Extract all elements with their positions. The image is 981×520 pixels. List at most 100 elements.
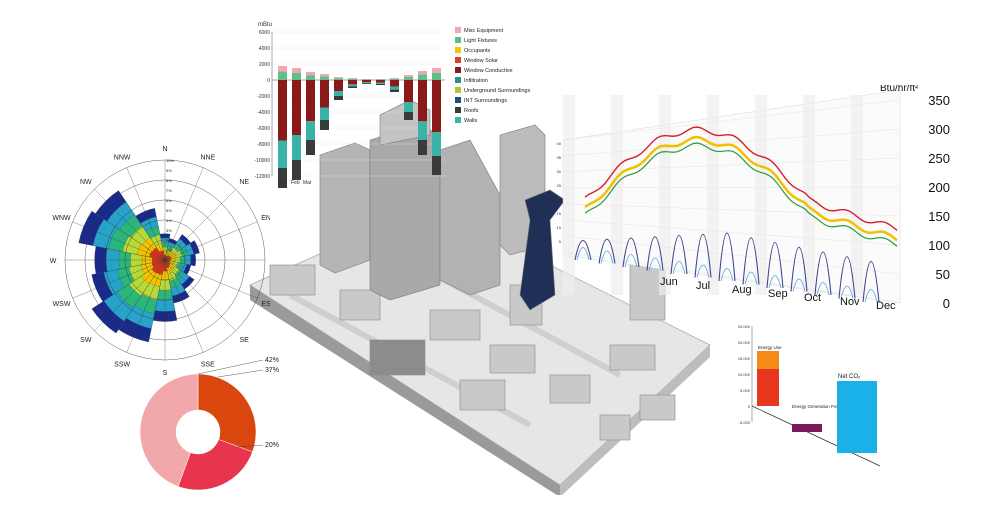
legend-swatch [455, 37, 461, 43]
heat-chart-month-label: Jun [660, 276, 678, 288]
wind-rose-ring-label: 8% [166, 178, 172, 183]
bar-segment [348, 78, 357, 80]
heat-chart-gridline [562, 203, 901, 217]
heat-chart-spike-small [768, 275, 782, 289]
bar-segment [390, 80, 399, 87]
bar-segment [376, 80, 385, 83]
heat-chart-gridline [562, 251, 901, 304]
heat-chart-month-label: Dec [876, 300, 896, 312]
bar-segment [278, 71, 287, 80]
bar-chart-y-tick: -12000 [254, 174, 270, 180]
bar-segment [432, 132, 441, 156]
wind-rose-spoke [164, 259, 258, 299]
bar-chart-month-label: Mar [303, 180, 312, 186]
heat-chart-spike-small [840, 285, 854, 299]
donut-slice [177, 439, 253, 491]
wind-rose-direction-label: SW [80, 337, 92, 344]
wind-rose-direction-label: N [162, 146, 167, 153]
bar-chart-month-label: Jan [279, 180, 287, 186]
monthly-load-bar-chart: mBtu6000400020000-2000-4000-6000-8000-10… [254, 22, 531, 188]
heat-chart-band [563, 95, 575, 295]
energy-chart-y-tick: 25,000 [738, 324, 751, 329]
heat-chart-series [584, 142, 898, 247]
heat-chart-spike [814, 251, 832, 296]
bar-segment [418, 80, 427, 122]
legend-label: Misc Equipment [464, 28, 504, 34]
bar-segment [292, 68, 301, 73]
heat-chart-month-label: Jul [696, 280, 710, 292]
legend-label: Underground Surroundings [464, 88, 531, 94]
wind-rose-direction-label: SSE [201, 361, 215, 368]
wind-rose-ring-label: 7% [166, 188, 172, 193]
legend-swatch [455, 117, 461, 123]
heat-chart-unit-label: Btu/hr/ft² [880, 85, 919, 94]
bar-segment [334, 80, 343, 91]
bar-segment [348, 78, 357, 79]
bar-segment [362, 83, 371, 84]
bar-segment [348, 86, 357, 88]
city-base-side-right [560, 345, 710, 495]
donut-leader-line [217, 369, 264, 378]
legend-label: Window Solar [464, 58, 498, 64]
bar-segment [432, 156, 441, 175]
heat-chart-gridline [562, 157, 901, 173]
heat-chart-small-tick: 20 [557, 197, 562, 202]
bar-segment [334, 96, 343, 100]
legend-swatch [455, 107, 461, 113]
wind-rose-spoke [72, 221, 166, 261]
wind-rose-direction-label: SSW [114, 361, 130, 368]
bar-segment [432, 68, 441, 73]
donut-slice [140, 373, 199, 487]
legend-swatch [455, 77, 461, 83]
wind-rose-ring-label: 4% [166, 218, 172, 223]
heat-chart-spike [718, 232, 736, 282]
wind-rose-ring-label: 6% [166, 198, 172, 203]
bar-segment [320, 76, 329, 80]
bar-chart-y-tick: -4000 [257, 110, 270, 116]
bar-segment [376, 79, 385, 80]
heat-chart-y-tick: 300 [928, 122, 950, 137]
bar-chart-y-tick: 4000 [259, 46, 270, 52]
wind-rose-direction-label: W [50, 258, 57, 265]
wind-rose-ring-label: 3% [166, 228, 172, 233]
donut-leader-line [197, 359, 264, 375]
heat-chart-band [803, 95, 815, 295]
heat-chart-y-tick: 250 [928, 151, 950, 166]
city-base-side-left [250, 285, 560, 495]
donut-slice [197, 373, 257, 453]
heat-chart-month-label: Aug [732, 284, 752, 296]
bar-segment [320, 74, 329, 77]
energy-use-label: Energy Use [758, 345, 782, 350]
bar-segment [390, 78, 399, 80]
bar-segment [278, 80, 287, 141]
wind-rose-direction-label: NW [80, 179, 92, 186]
heat-chart-small-tick: 10 [557, 225, 562, 230]
heat-chart-small-tick: 15 [557, 211, 562, 216]
energy-chart-y-tick: 5,000 [740, 388, 751, 393]
legend-swatch [455, 57, 461, 63]
heat-chart-small-tick: 40 [557, 141, 562, 146]
wind-rose-spoke [126, 259, 166, 353]
wind-rose-direction-label: NNE [200, 155, 215, 162]
wind-rose-ring-label: 10% [166, 158, 174, 163]
legend-label: Walls [464, 118, 477, 124]
heat-chart-gridline [562, 235, 901, 275]
legend-label: Roofs [464, 108, 479, 114]
heat-chart-y-tick: 200 [928, 180, 950, 195]
bar-segment [306, 80, 315, 122]
heat-chart-spike-small [648, 257, 662, 271]
heat-chart-spike-small [576, 247, 590, 261]
wind-rose-direction-label: S [163, 370, 168, 375]
legend-label: Window Conductive [464, 68, 513, 74]
heat-chart-spike [838, 256, 856, 299]
heat-chart-y-tick: 100 [928, 238, 950, 253]
heat-chart-spike [766, 241, 784, 289]
heat-chart-spike [862, 261, 880, 303]
bar-segment [362, 80, 371, 83]
legend-swatch [455, 47, 461, 53]
heat-chart-band [851, 95, 863, 295]
bar-chart-y-tick: 0 [267, 78, 270, 84]
wind-rose-chart: NNNENEENEEESESESSESSSWSWWSWWWNWNWNNW1%2%… [50, 146, 270, 375]
bar-chart-unit-label: mBtu [258, 22, 272, 28]
wind-rose-spoke [164, 259, 204, 353]
